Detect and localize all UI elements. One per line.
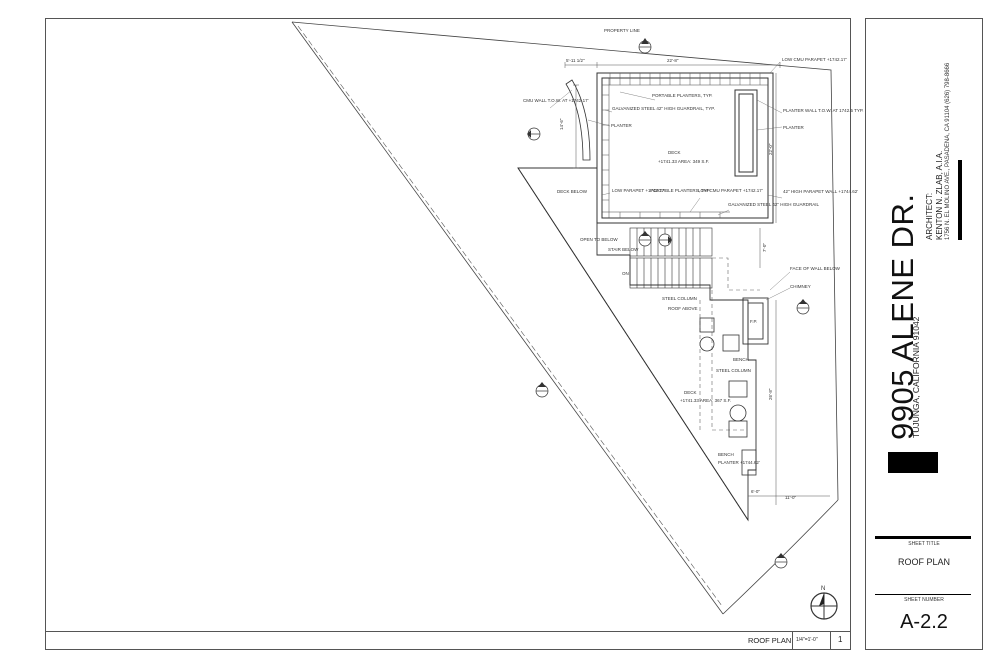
planter-right-label: PLANTER	[783, 125, 805, 130]
upper-deck	[596, 72, 774, 224]
on-label: ON	[622, 271, 629, 276]
deck-lower-info: +1741.33 AREA: 367 S.F.	[680, 398, 731, 403]
project-address: TUJUNGA, CALIFORNIA 91042	[911, 316, 921, 438]
dim-lower-right: 26'-8"	[768, 388, 773, 400]
portable-planters-1: PORTABLE PLANTERS, TYP.	[652, 93, 712, 98]
deck-upper: DECK	[668, 150, 681, 155]
deck-lower: DECK	[684, 390, 697, 395]
stair	[629, 227, 713, 289]
sheet-title-rule	[875, 536, 971, 539]
building-outline	[517, 167, 757, 522]
setback-lines	[297, 25, 723, 607]
dim-top-right: 22'-8"	[667, 58, 679, 63]
chimney-label: CHIMNEY	[790, 284, 811, 289]
drawing-title-strip	[45, 631, 851, 650]
open-to-below: OPEN TO BELOW	[580, 237, 618, 242]
title-block-black-box	[888, 452, 938, 473]
guardrail-ticks	[602, 73, 761, 218]
cmu-wall: CMU WALL T.O.W. AT +1742.17'	[523, 98, 589, 103]
planter-right	[734, 89, 758, 177]
deck-below: DECK BELOW	[557, 189, 588, 194]
steel-column-1-label: STEEL COLUMN	[662, 296, 697, 301]
dim-top-left: 5'-11 1/2"	[566, 58, 585, 63]
low-parapet-top: LOW CMU PARAPET +1742.17'	[782, 57, 847, 62]
dimension-lines	[564, 62, 830, 505]
planter-lower-label: PLANTER +1744.62'	[718, 460, 760, 465]
title-block	[865, 18, 983, 650]
parapet-hatch	[602, 78, 768, 218]
dim-bottom-left: 6'-0"	[751, 489, 760, 494]
dim-bottom-right: 11'-0"	[785, 495, 797, 500]
stair-below: STAIR BELOW	[608, 247, 639, 252]
architect-name: KENTON N. ZLAB, A.I.A.	[935, 150, 944, 240]
drawing-title: ROOF PLAN	[748, 636, 792, 645]
roof-above-label: ROOF ABOVE	[668, 306, 698, 311]
property-line	[291, 21, 839, 501]
planter-left	[565, 79, 591, 161]
roof-above-circle	[699, 336, 715, 352]
fp-label: F.P.	[750, 319, 757, 324]
bench-1-label: BENCH	[733, 357, 749, 362]
planter-lower	[741, 449, 757, 476]
plan-annotations: PROPERTY LINE 5'-11 1/2" 22'-8" 14'-6" 2…	[523, 28, 864, 592]
steel-column-2-label: STEEL COLUMN	[716, 368, 751, 373]
strip-divider	[792, 631, 793, 650]
planter-wall: PLANTER WALL T.O.W. AT 1742.5 TYP.	[783, 108, 864, 113]
bench-1	[722, 334, 740, 352]
drawing-number: 1	[838, 635, 843, 644]
low-cmu-parapet: LOW CMU PARAPET +1742.17'	[698, 188, 763, 193]
property-line-label: PROPERTY LINE	[604, 28, 640, 33]
leader-lines	[549, 61, 791, 301]
site-elements	[699, 317, 757, 476]
planter-left-label: PLANTER	[611, 123, 633, 128]
low-parapet-left: LOW PARAPET +1742.17'	[612, 188, 665, 193]
chimney	[742, 297, 769, 345]
bench-2-label: BENCH	[718, 452, 734, 457]
property-line-diagonal	[291, 21, 724, 615]
architect-label: ARCHITECT:	[925, 192, 934, 240]
steel-column-2	[728, 380, 748, 398]
property-lines	[291, 21, 839, 615]
sheet-number: A-2.2	[900, 611, 948, 633]
section-marker-arrows	[527, 38, 807, 558]
portable-planters-2: PORTABLE PLANTERS, TYP.	[650, 188, 710, 193]
guardrail-2: GALVANIZED STEEL 42" HIGH GUARDRAIL	[728, 202, 820, 207]
upper-deck-outline	[596, 72, 774, 224]
dim-stair: 7'-0"	[762, 243, 767, 252]
dim-right: 22'-0"	[768, 143, 773, 155]
drawing-frame	[45, 18, 851, 650]
guardrail-1: GALVANIZED STEEL 42" HIGH GUARDRAIL, TYP…	[612, 106, 715, 111]
section-markers	[527, 40, 810, 569]
sheet-title: ROOF PLAN	[897, 557, 950, 567]
sheet-number-caption: SHEET NUMBER	[904, 597, 944, 603]
deck-upper-info: +1741.33 AREA: 349 S.F.	[658, 159, 709, 164]
steel-column-1	[699, 317, 715, 333]
high-parapet: 42" HIGH PARAPET WALL +1744.62'	[783, 189, 858, 194]
architect-address: 1756 N. EL MOLINO AVE., PASADENA, CA 911…	[945, 62, 951, 240]
sheet-number-rule	[875, 594, 971, 595]
architect-rule	[958, 160, 962, 240]
drawing-scale: 1/4"=1'-0"	[796, 637, 818, 643]
north-arrow-icon	[810, 592, 838, 620]
sheet-title-caption: SHEET TITLE	[908, 541, 940, 547]
north-label: N	[821, 586, 825, 592]
bench-2	[728, 420, 748, 438]
face-of-wall: FACE OF WALL BELOW	[790, 266, 841, 271]
strip-divider	[830, 631, 831, 650]
dim-side: 14'-6"	[559, 118, 564, 130]
